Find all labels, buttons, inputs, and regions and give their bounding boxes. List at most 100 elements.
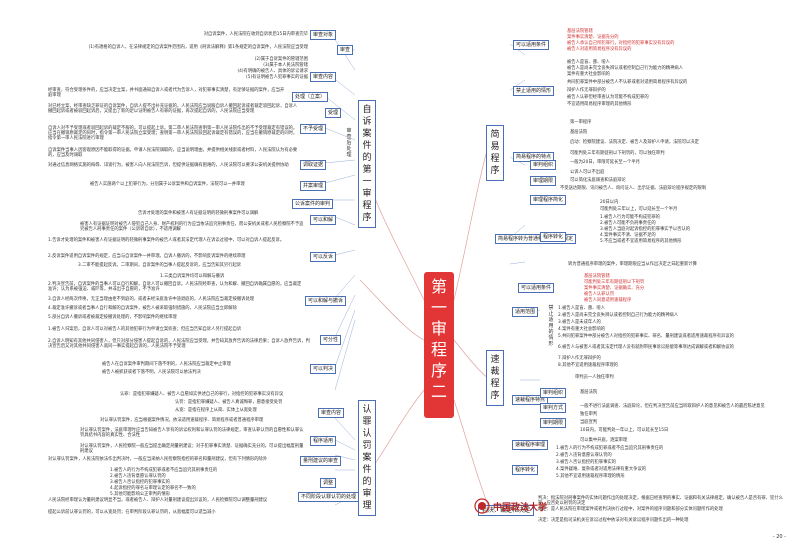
node-collect-evidence: 调取证据 (300, 160, 327, 170)
node-review-object: 审查对象 (310, 30, 337, 40)
text-lt-1: (1)有適格的自诉人，在法律规定的自诉案件范围内，适用《刑诉法解释》第1条规定的… (88, 45, 308, 50)
text-rt-16: 可能判处三年以上，可以延长至一个半月 (600, 207, 678, 212)
node-accept: 受理 (325, 108, 342, 118)
section-title-summary-procedure: 简易程序 (486, 125, 504, 181)
text-rm-0: 1.被告人是盲、聋、哑人 (558, 306, 606, 311)
text-rm-12: 当庭宣判 (580, 420, 598, 425)
text-lm-8: 4.裁定准许撤诉或者当事人自行和解的自诉案件，被告人被采取强制措施的，人民法院应… (48, 306, 237, 311)
red-rm-1: 可能判处三年有期徒刑以下刑罚 (584, 280, 645, 285)
section-title-private-prosecution: 自诉案件的第一审程序 (358, 100, 376, 228)
node-fast-conditions: 可以适用条件 (518, 283, 555, 293)
node-fast-trial: 速裁程序审理 (512, 440, 549, 450)
text-lt-10: 对通过信息网络实施的侮辱、诽谤行为，被害人向人民法院告诉，但提供证据确有困难的，… (48, 163, 289, 168)
text-rm-9: 基层法院 (580, 390, 598, 395)
node-settle-withdraw: 可以和解与撤诉 (305, 296, 347, 306)
connector-center-right-bottom (453, 399, 491, 511)
node-filing: 处理（立案） (292, 92, 329, 102)
node-fast-organization: 审判组织 (540, 388, 567, 398)
red-rt-1: 案件事实清楚、证据充分的 (567, 35, 619, 40)
node-trial-period: 审理期限 (530, 176, 557, 186)
text-rt-10: 可能判处三年有期徒刑以下刑罚的，可以独任审判 (570, 151, 665, 156)
text-rt-3: 共同犯罪案件中部分被告人不认罪或者对适用简易程序有异议的 (567, 80, 688, 85)
university-logo: 中国政法大学 (474, 498, 594, 514)
node-prohibited-cases: 禁止适用的情形 (513, 86, 555, 96)
node-review-content-2: 审查内容 (318, 408, 345, 418)
text-lt-5: (5)有证明被告人犯罪事实的证据 (246, 75, 308, 80)
node-procedure-simplified: 审理程序简化 (530, 195, 567, 205)
text-rt-11: 一般为20日，审限可延长至一个半月 (570, 160, 640, 165)
text-rt-9: 启动：检察院建议、法院决定、被告人及辩护人申请，法院可以决定 (570, 140, 699, 145)
red-rm-2: 案件事实清楚、证据确实、充分 (584, 286, 645, 291)
text-lb-12: 人民法院经审理认为量刑建议明显不当，或者被告人、辩护人对量刑建议提出异议的，人民… (48, 498, 268, 503)
node-review: 审查 (337, 45, 354, 55)
text-lt-0: 对自诉案件，人民法院在收到自诉状后15日内审查完毕 (203, 32, 308, 37)
text-lm-11: 2.自诉人明知有其他共同侵害人，但只对部分侵害人提起自诉的，人民法院应当受理，并… (48, 339, 310, 349)
text-rt-18: 2.被告人可能不负刑事责任的 (600, 221, 656, 226)
text-rt-12: 公诉人可以不出庭 (570, 170, 605, 175)
text-lm-12: 被告人在自诉案件审判期间下落不明的，人民法院应当裁定中止审理 (102, 362, 231, 367)
center-title: 第一审程序二 (424, 272, 454, 418)
text-rt-4: 辩护人作无罪辩护的 (567, 88, 606, 93)
node-applicable-conditions: 可以适用条件 (513, 40, 550, 50)
text-lm-5: 1.三类自诉案件均可以和解与撤诉 (160, 274, 225, 279)
node-sentencing-review: 量刑建议的审查 (300, 456, 342, 466)
node-counterclaim: 可以反诉 (310, 252, 337, 262)
text-rm-19: 5.其他不宜适用速裁程序审理的情形 (556, 474, 625, 479)
node-joint-trial: 并案审理 (300, 181, 327, 191)
node-can-judge: 可以判决 (310, 364, 337, 374)
text-rm-4: 5.共同犯罪案件中部分被告人对指控的犯罪事实、罪名、量刑建议或者适用速裁程序有异… (558, 334, 734, 339)
text-rt-1: 被告人是尚未完全丧失辨认或者控制自己行为能力的精神病人 (567, 66, 684, 71)
text-rm-1: 2.被告人是尚未完全丧失辨认或者控制自己行为能力的精神病人 (558, 313, 679, 318)
text-lm-6: 2.判决宣告前，自诉案件的当事人可以自行和解，自诉人可以撤回自诉。人民法院经审查… (48, 282, 302, 292)
text-rt-0: 被告人是盲、聋、哑人 (567, 60, 610, 65)
text-lt-2: (2)属于自诉案件的管辖范围 (254, 57, 308, 62)
text-rt-13: 可以简化法庭调查和法庭辩论 (570, 178, 626, 183)
red-rm-4: 被告人同意适用速裁程序 (584, 298, 632, 303)
text-rt-15: 20日以内 (600, 200, 619, 205)
text-rt-19: 3.被告人当庭对起诉指控的犯罪事实予以否认的 (600, 227, 691, 232)
node-summary-to-ordinary: 简易程序转为普通程序的特殊规定 (495, 234, 577, 244)
text-rt-20: 4.案件事实不清、证据不足的 (600, 233, 656, 238)
node-fast-features: 速裁程序特点 (512, 395, 549, 405)
node-fast-prohibited: 禁止适用的情形 (548, 305, 554, 347)
section-title-fast-track: 速裁程序 (486, 350, 504, 406)
red-rt-2: 被告人承认自己所犯罪行，对指控的犯罪事实没有异议的 (567, 41, 675, 46)
text-lt-4: (4)有明确的被告人、具体的诉讼请求 (237, 69, 308, 74)
text-lb-6: 对认罪认罚案件，人民法院依法作出判决时，一般应当采纳人民检察院指控的罪名和量刑建… (48, 457, 268, 462)
node-can-settle: 可以和解 (310, 215, 337, 225)
text-lb-11: 5.其他可能影响公正审判的情形 (110, 492, 170, 497)
seal-icon (474, 498, 490, 514)
text-lb-10: 4.起诉指控的罪名与审理认定的罪名不一致的 (110, 486, 196, 491)
node-reject: 不予受理 (300, 124, 327, 134)
text-lb-8: 2.被告人违背意愿认罪认罚的 (110, 474, 166, 479)
node-review-content: 审查内容 (310, 72, 337, 82)
text-rt-2: 案件有重大社会影响的 (567, 72, 610, 77)
red-rm-3: 被告人认罪认罚 (584, 292, 615, 297)
node-adjust: 调整 (320, 478, 337, 488)
text-rt-21: 5.不应当或者不宜适用简易程序的其他情形 (600, 239, 682, 244)
text-lm-1: 被害人有证据证明对被告人侵犯自己人身、财产权利的行为应当依法追究刑事责任，而公安… (80, 222, 304, 232)
text-lb-3: 对认罪认罚案件，应当根据案件情况，依法适用速裁程序、简易程序或者普通程序审理 (100, 418, 264, 423)
text-lt-6: 经审查，符合受理条件的，应当决定立案，并书面通知自诉人或者代为告诉人，对犯罪事实… (48, 88, 285, 98)
text-lt-8: 自诉人对不予受理或者驳回起诉的裁定不服的，可以提起上诉。第二审人民法院查明第一审… (48, 126, 298, 141)
text-lb-2: 从宽：是指在程序上从简、实体上从宽处理 (175, 408, 257, 413)
text-rm-13: 10日内，可能判处一年以上，可以延长至15日 (580, 428, 669, 433)
connector-center-left-bottom (369, 389, 425, 471)
text-lb-4: 对认罪认罚案件，法庭审理时应当告知被告人享有的诉讼权利和认罪认罚的法律规定，审查… (80, 428, 304, 438)
text-lm-4: 3.二审不能提起反诉。二审期间，自诉案件的当事人提起反诉的，应当告知其另行起诉 (78, 263, 242, 268)
text-lm-3: 2.反诉案件适用自诉案件的规定，应当与自诉案件一并审理。自诉人撤诉的，不影响反诉… (48, 254, 246, 259)
text-rm-7: 8.其他不宜适用速裁程序审理的 (558, 363, 618, 368)
logo-text: 中国政法大学 (493, 503, 548, 513)
red-rt-0: 基层法院管辖 (567, 29, 593, 34)
text-lm-10: 1.被告人归案后，自诉人可以对被告人的其他犯罪行为申请立案侦查；但应当告知自诉人… (48, 327, 242, 332)
text-lt-3: (3)属于本人民法院管辖 (263, 63, 308, 68)
text-rt-6: 不宜适用简易程序审理的其他情形 (567, 102, 632, 107)
node-fast-scope: 适用范围 (512, 307, 539, 317)
text-rm-18: 4.案件疑难、复杂或者对适用法律有重大争议的 (556, 467, 647, 472)
text-rt-17: 1.被告人行为可能不构成犯罪的 (600, 215, 660, 220)
node-public-case-trial: 公诉案件的审判 (292, 199, 334, 209)
section-title-judgment: 判决、裁定和决定 (478, 505, 535, 516)
text-lb-1: 认罚：是指犯罪嫌疑人、被告人真诚悔罪，愿意接受处罚 (175, 400, 283, 405)
connector-center-right-top (453, 139, 491, 301)
text-rm-8: 审判员一人独任审判 (575, 375, 614, 380)
